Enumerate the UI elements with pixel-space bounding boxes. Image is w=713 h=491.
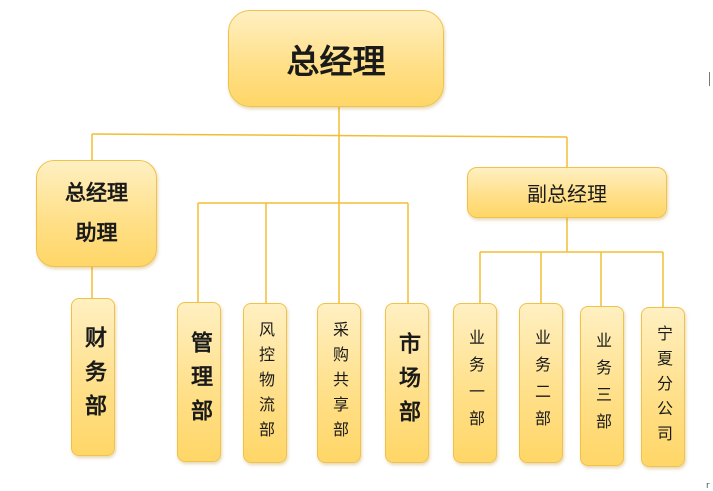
node-label: 副总经理 <box>527 182 607 206</box>
node-procurement-shared-dept: 采购共享部 <box>317 303 361 463</box>
node-label: 风控物流部 <box>256 320 275 446</box>
node-label: 业务二部 <box>532 329 551 437</box>
node-label: 宁夏分公司 <box>654 324 673 450</box>
node-gm-assistant: 总经理助理 <box>36 160 157 267</box>
node-label: 业务三部 <box>593 332 612 440</box>
node-label: 财务部 <box>81 326 106 428</box>
node-label: 业务一部 <box>466 329 485 437</box>
node-label: 总经理助理 <box>65 180 128 245</box>
node-finance-dept: 财务部 <box>71 298 115 456</box>
node-general-manager: 总经理 <box>228 10 444 107</box>
node-business-dept-3: 业务三部 <box>580 306 624 466</box>
connector-top-bar <box>91 133 568 138</box>
node-label: 总经理 <box>286 41 386 81</box>
corner-mark: r <box>706 481 710 491</box>
node-label: 市场部 <box>395 332 420 434</box>
text-cursor-mark <box>709 72 710 86</box>
node-business-dept-2: 业务二部 <box>519 303 563 463</box>
node-risk-logistics-dept: 风控物流部 <box>243 303 287 463</box>
node-deputy-general-manager: 副总经理 <box>467 167 667 218</box>
node-management-dept: 管理部 <box>177 302 221 462</box>
node-label: 管理部 <box>187 331 212 433</box>
node-business-dept-1: 业务一部 <box>453 303 497 463</box>
node-market-dept: 市场部 <box>385 303 429 463</box>
node-label: 采购共享部 <box>330 320 349 446</box>
node-ningxia-branch: 宁夏分公司 <box>641 307 685 467</box>
